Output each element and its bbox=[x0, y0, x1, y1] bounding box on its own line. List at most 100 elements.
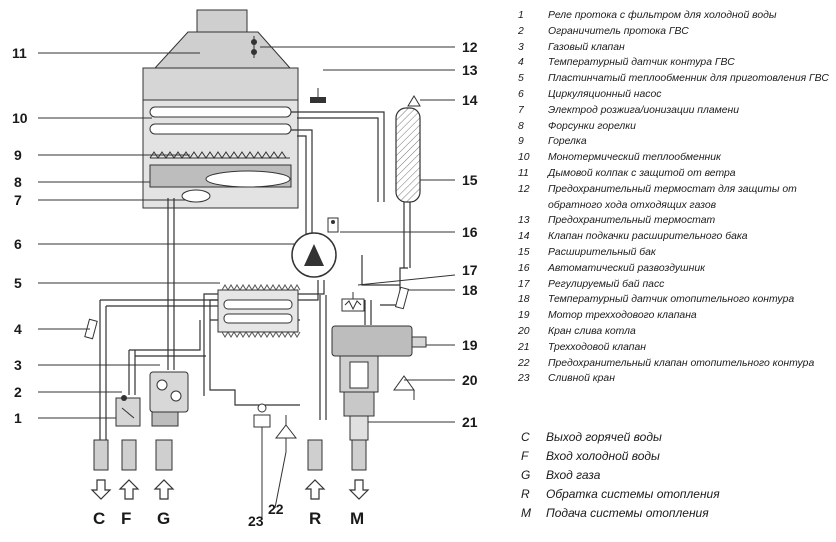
callout-14: 14 bbox=[462, 92, 478, 108]
connection-c: C bbox=[93, 509, 105, 528]
drain-tap bbox=[253, 403, 271, 428]
legend-number: 23 bbox=[518, 373, 530, 385]
legend-number: 9 bbox=[518, 136, 524, 148]
flue-hood bbox=[142, 9, 299, 101]
legend-number: 11 bbox=[518, 167, 529, 179]
connection-code: F bbox=[521, 449, 529, 463]
legend-number: 4 bbox=[518, 57, 524, 69]
leader-lines bbox=[38, 46, 456, 518]
legend-text: Циркуляционный насос bbox=[548, 88, 662, 100]
legend-item: 18 Температурный датчик отопительного кон… bbox=[518, 292, 834, 308]
connection-description: Обратка системы отопления bbox=[546, 487, 720, 501]
legend-item: 2 Ограничитель протока ГВС bbox=[518, 24, 834, 40]
legend-item: 12 Предохранительный термостат для защиты… bbox=[518, 182, 834, 214]
legend-text: Регулируемый бай пасс bbox=[548, 278, 665, 290]
legend-text: Реле протока с фильтром для холодной вод… bbox=[548, 10, 777, 21]
plate-heat-exchanger bbox=[217, 284, 301, 338]
safety-thermostat bbox=[310, 88, 326, 103]
connection-description: Подача системы отопления bbox=[546, 506, 709, 520]
legend-text: Ограничитель протока ГВС bbox=[548, 25, 689, 37]
legend-text: Клапан подкачки расширительного бака bbox=[548, 231, 748, 243]
legend-text: Предохранительный термостат bbox=[548, 215, 716, 227]
legend-text: Температурный датчик контура ГВС bbox=[548, 57, 735, 69]
circulation-pump bbox=[291, 232, 337, 278]
legend-text: Пластинчатый теплообменник для приготовл… bbox=[548, 73, 829, 85]
connection-f: F bbox=[121, 509, 131, 528]
legend-number: 13 bbox=[518, 215, 530, 227]
callout-6: 6 bbox=[14, 236, 22, 252]
expansion-tank bbox=[395, 95, 421, 203]
legend-text: Кран слива котла bbox=[548, 325, 636, 337]
heating-temp-sensor bbox=[394, 286, 410, 310]
legend-item: 4 Температурный датчик контура ГВС bbox=[518, 55, 834, 71]
legend-item: 17 Регулируемый бай пасс bbox=[518, 277, 834, 293]
flow-switch bbox=[115, 395, 141, 427]
legend-text: Автоматический развоздушник bbox=[548, 262, 706, 274]
legend-number: 16 bbox=[518, 262, 530, 274]
callout-8: 8 bbox=[14, 174, 22, 190]
callout-10: 10 bbox=[12, 110, 28, 126]
connection-g: G bbox=[157, 509, 170, 528]
flow-arrows bbox=[90, 479, 370, 500]
legend-text: Мотор трехходового клапана bbox=[548, 310, 697, 322]
legend-item: 9 Горелка bbox=[518, 134, 834, 150]
legend-number: 17 bbox=[518, 278, 530, 290]
connection-r: R bbox=[309, 509, 321, 528]
legend-item: 13 Предохранительный термостат bbox=[518, 213, 834, 229]
legend-number: 6 bbox=[518, 88, 524, 100]
connection-m: M bbox=[350, 509, 364, 528]
legend-text: Предохранительный термостат для защиты о… bbox=[548, 183, 797, 211]
callout-12: 12 bbox=[462, 39, 478, 55]
bypass-valve bbox=[341, 292, 365, 312]
legend-number: 7 bbox=[518, 104, 524, 116]
legend-number: 12 bbox=[518, 183, 530, 195]
legend-text: Расширительный бак bbox=[548, 246, 656, 258]
callout-3: 3 bbox=[14, 357, 22, 373]
connection-key-item: C Выход горячей воды bbox=[521, 428, 821, 447]
legend-number: 22 bbox=[518, 357, 530, 369]
callout-5: 5 bbox=[14, 275, 22, 291]
legend-text: Трехходовой клапан bbox=[548, 341, 646, 353]
connection-description: Вход холодной воды bbox=[546, 449, 660, 463]
legend-number: 2 bbox=[518, 25, 524, 37]
combustion-chamber bbox=[142, 99, 299, 209]
legend-text: Газовый клапан bbox=[548, 41, 625, 53]
connection-code: C bbox=[521, 430, 530, 444]
callout-18: 18 bbox=[462, 282, 478, 298]
legend-text: Горелка bbox=[548, 136, 587, 148]
callout-13: 13 bbox=[462, 62, 478, 78]
connection-key-item: F Вход холодной воды bbox=[521, 447, 821, 466]
callout-19: 19 bbox=[462, 337, 478, 353]
legend-text: Форсунки горелки bbox=[548, 120, 636, 132]
connection-description: Выход горячей воды bbox=[546, 430, 662, 444]
legend-number: 15 bbox=[518, 246, 530, 258]
connection-key-item: R Обратка системы отопления bbox=[521, 485, 821, 504]
legend-text: Монотермический теплообменник bbox=[548, 152, 721, 164]
flue-thermostat bbox=[251, 36, 257, 58]
legend-item: 6 Циркуляционный насос bbox=[518, 87, 834, 103]
connection-description: Вход газа bbox=[546, 468, 601, 482]
dhw-temp-sensor bbox=[84, 318, 98, 340]
callout-9: 9 bbox=[14, 147, 22, 163]
legend-number: 18 bbox=[518, 294, 530, 306]
callout-1: 1 bbox=[14, 410, 22, 426]
callout-23: 23 bbox=[248, 513, 264, 529]
legend-text: Температурный датчик отопительного конту… bbox=[548, 294, 795, 306]
air-vent bbox=[327, 217, 339, 233]
callout-11: 11 bbox=[12, 45, 27, 61]
connection-code: R bbox=[521, 487, 530, 501]
